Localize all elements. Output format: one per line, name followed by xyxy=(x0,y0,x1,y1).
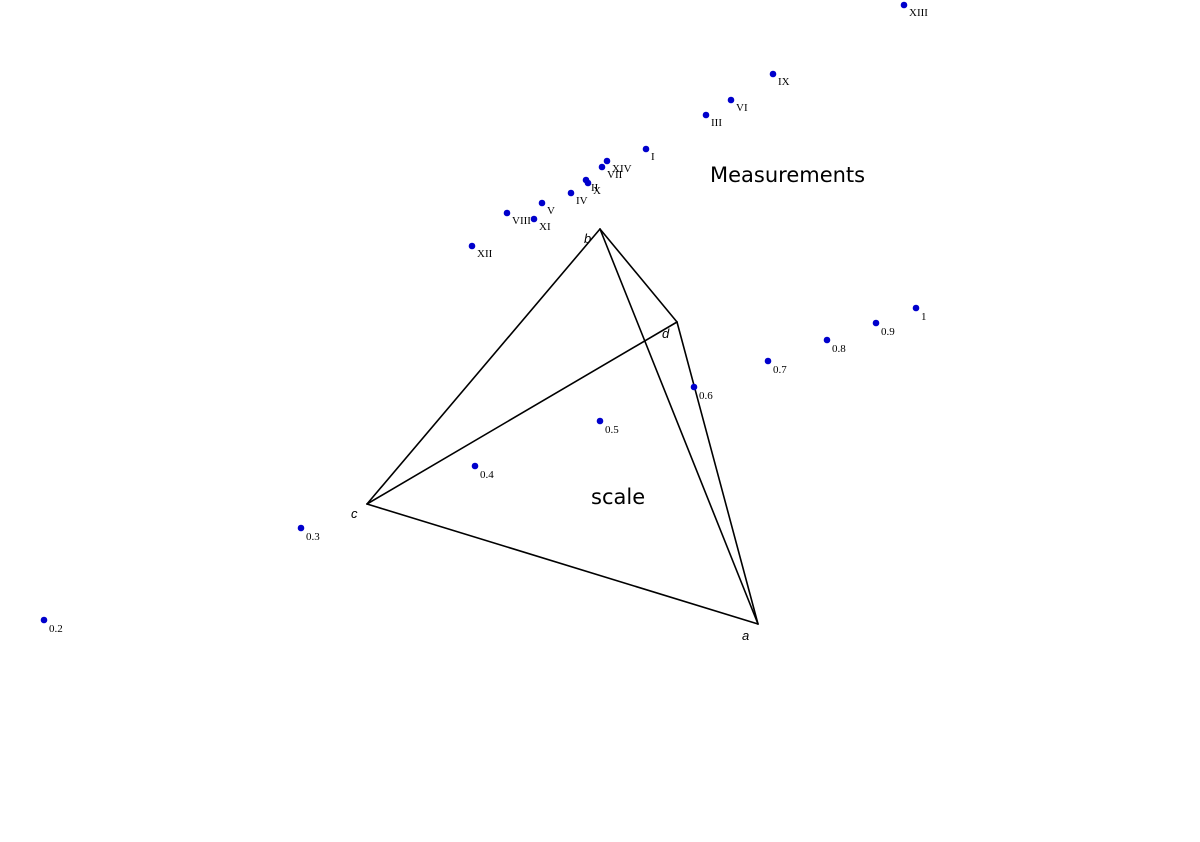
measurement-label-VIII: VIII xyxy=(512,215,531,227)
edge-c-b xyxy=(366,228,601,505)
edge-c-d xyxy=(366,321,678,505)
scale-label-0.8: 0.8 xyxy=(832,343,846,355)
measurement-label-XII: XII xyxy=(477,248,493,260)
edge-c-a xyxy=(366,503,759,625)
scale-point-0.4 xyxy=(471,462,479,470)
scale-point-0.7 xyxy=(764,357,772,365)
scale-point-0.8 xyxy=(823,336,831,344)
measurement-point-IX xyxy=(769,70,777,78)
measurement-label-V: V xyxy=(547,205,555,217)
scale-point-0.9 xyxy=(872,319,880,327)
measurement-point-XII xyxy=(468,242,476,250)
edge-d-a xyxy=(676,321,759,625)
measurement-point-IV xyxy=(567,189,575,197)
edge-b-d xyxy=(599,228,678,323)
tetrahedron-edges xyxy=(366,228,759,625)
measurement-label-IV: IV xyxy=(576,195,588,207)
measurement-label-X: X xyxy=(593,185,601,197)
measurement-point-VII xyxy=(598,163,606,171)
measurement-point-III xyxy=(702,111,710,119)
measurement-point-V xyxy=(538,199,546,207)
measurement-point-I xyxy=(642,145,650,153)
vertex-label-b: b xyxy=(584,231,591,246)
measurement-label-XIV: XIV xyxy=(612,163,632,175)
scale-point-0.3 xyxy=(297,524,305,532)
scale-point-1 xyxy=(912,304,920,312)
measurement-point-XIII xyxy=(900,1,908,9)
scale-label-0.9: 0.9 xyxy=(881,326,895,338)
measurement-point-X xyxy=(584,179,592,187)
vertex-label-c: c xyxy=(351,506,358,521)
measurement-label-VI: VI xyxy=(736,102,748,114)
scale-points: 0.2 0.3 0.4 0.5 0.6 0.7 0.8 0.9 1 xyxy=(40,304,927,635)
scale-label-0.7: 0.7 xyxy=(773,364,787,376)
measurement-point-VIII xyxy=(503,209,511,217)
measurements-title: Measurements xyxy=(710,163,865,187)
scale-label-0.3: 0.3 xyxy=(306,531,320,543)
scale-title: scale xyxy=(591,485,645,509)
scale-point-0.5 xyxy=(596,417,604,425)
measurement-label-II: II xyxy=(591,182,599,194)
vertex-labels: a b c d xyxy=(351,231,749,643)
measurement-label-I: I xyxy=(651,151,655,163)
measurement-point-XI xyxy=(530,215,538,223)
scale-label-0.4: 0.4 xyxy=(480,469,494,481)
scale-label-0.5: 0.5 xyxy=(605,424,619,436)
scale-label-0.2: 0.2 xyxy=(49,623,63,635)
scale-point-0.2 xyxy=(40,616,48,624)
scale-point-0.6 xyxy=(690,383,698,391)
vertex-label-a: a xyxy=(742,628,749,643)
measurement-point-VI xyxy=(727,96,735,104)
measurement-label-III: III xyxy=(711,117,722,129)
measurement-label-XI: XI xyxy=(539,221,551,233)
measurement-label-VII: VII xyxy=(607,169,623,181)
scale-label-0.6: 0.6 xyxy=(699,390,713,402)
measurement-label-XIII: XIII xyxy=(909,7,928,19)
measurement-point-XIV xyxy=(603,157,611,165)
measurement-label-IX: IX xyxy=(778,76,790,88)
vertex-label-d: d xyxy=(662,326,670,341)
edge-b-a xyxy=(599,228,759,625)
scale-label-1: 1 xyxy=(921,311,927,323)
